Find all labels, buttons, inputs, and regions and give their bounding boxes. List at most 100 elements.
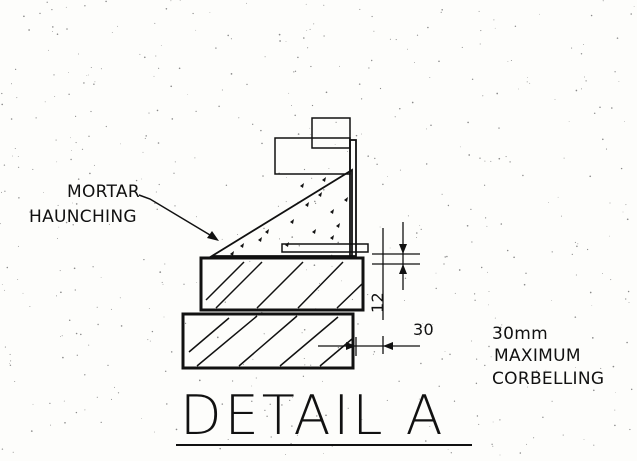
speckle-dot [446,255,448,258]
mortar-haunching [208,168,353,257]
speckle-dot [246,2,247,4]
speckle-dot [68,319,71,322]
speckle-dot [484,217,487,219]
speckle-dot [232,380,234,382]
speckle-dot [563,157,565,159]
speckle-dot [411,101,414,104]
speckle-dot [161,281,163,283]
speckle-dot [175,428,178,431]
speckle-dot [399,169,401,171]
speckle-dot [323,35,325,37]
speckle-dot [164,370,167,373]
speckle-dot [422,323,424,324]
speckle-dot [288,92,290,94]
speckle-dot [459,146,461,148]
speckle-dot [49,402,51,405]
speckle-dot [416,237,418,238]
speckle-dot [493,19,495,21]
speckle-dot [84,409,86,411]
speckle-dot [335,121,337,123]
speckle-dot [119,297,121,299]
speckle-dot [12,451,14,453]
speckle-dot [120,325,123,327]
corbelling-note-line1: 30mm [492,324,548,344]
speckle-dot [560,215,562,217]
detail-title: DETAIL A [180,384,446,447]
speckle-dot [306,30,308,31]
speckle-dot [74,289,76,291]
speckle-dot [341,280,342,282]
speckle-dot [96,306,98,308]
speckle-dot [610,279,612,281]
speckle-dot [221,89,223,91]
speckle-dot [470,208,472,211]
speckle-dot [519,452,522,454]
speckle-dot [435,287,437,290]
speckle-dot [510,59,512,62]
speckle-dot [1,448,4,450]
speckle-dot [114,386,115,388]
speckle-dot [591,337,594,339]
speckle-dot [337,241,340,244]
speckle-dot [54,96,56,98]
speckle-dot [535,370,538,372]
speckle-dot [75,142,77,144]
speckle-dot [473,293,476,295]
speckle-dot [142,151,144,153]
speckle-dot [281,404,283,406]
speckle-dot [425,163,428,165]
speckle-dot [526,81,528,83]
speckle-dot [309,134,311,136]
speckle-dot [135,179,138,182]
speckle-dot [486,271,488,273]
speckle-dot [323,4,325,6]
speckle-dot [599,106,601,109]
speckle-dot [386,399,388,401]
speckle-dot [523,283,526,286]
speckle-dot [230,73,233,75]
speckle-dot [492,445,494,447]
speckle-dot [586,248,589,251]
speckle-dot [111,31,113,33]
speckle-dot [347,407,349,409]
speckle-dot [527,386,528,388]
speckle-dot [32,168,34,170]
speckle-dot [435,272,437,274]
speckle-dot [496,92,499,95]
speckle-dot [490,160,492,162]
speckle-dot [500,223,503,225]
speckle-dot [494,27,496,29]
speckle-dot [6,266,9,269]
speckle-dot [591,304,593,306]
corbelling-note-line2: MAXIMUM [494,346,581,366]
speckle-dot [81,148,84,150]
aggregate-mark [265,229,269,234]
speckle-dot [71,150,72,152]
speckle-dot [414,61,415,63]
speckle-dot [285,201,287,203]
speckle-dot [58,226,60,228]
speckle-dot [160,45,162,46]
speckle-dot [576,245,578,248]
speckle-dot [294,114,296,117]
mortar-label-line1: MORTAR [67,182,140,202]
speckle-dot [219,447,221,450]
speckle-dot [331,445,333,447]
speckle-dot [43,191,45,193]
speckle-dot [174,161,176,163]
speckle-dot [328,167,330,169]
speckle-dot [615,391,616,393]
speckle-dot [100,68,102,70]
speckle-dot [626,341,628,344]
speckle-dot [270,436,272,438]
speckle-dot [62,356,64,359]
aggregate-mark [344,197,348,202]
speckle-dot [80,333,82,336]
speckle-dot [56,33,59,35]
speckle-dot [237,234,239,235]
speckle-dot [608,235,610,237]
speckle-dot [575,274,577,276]
speckle-dot [323,453,324,454]
speckle-dot [89,172,91,175]
speckle-dot [444,351,446,352]
